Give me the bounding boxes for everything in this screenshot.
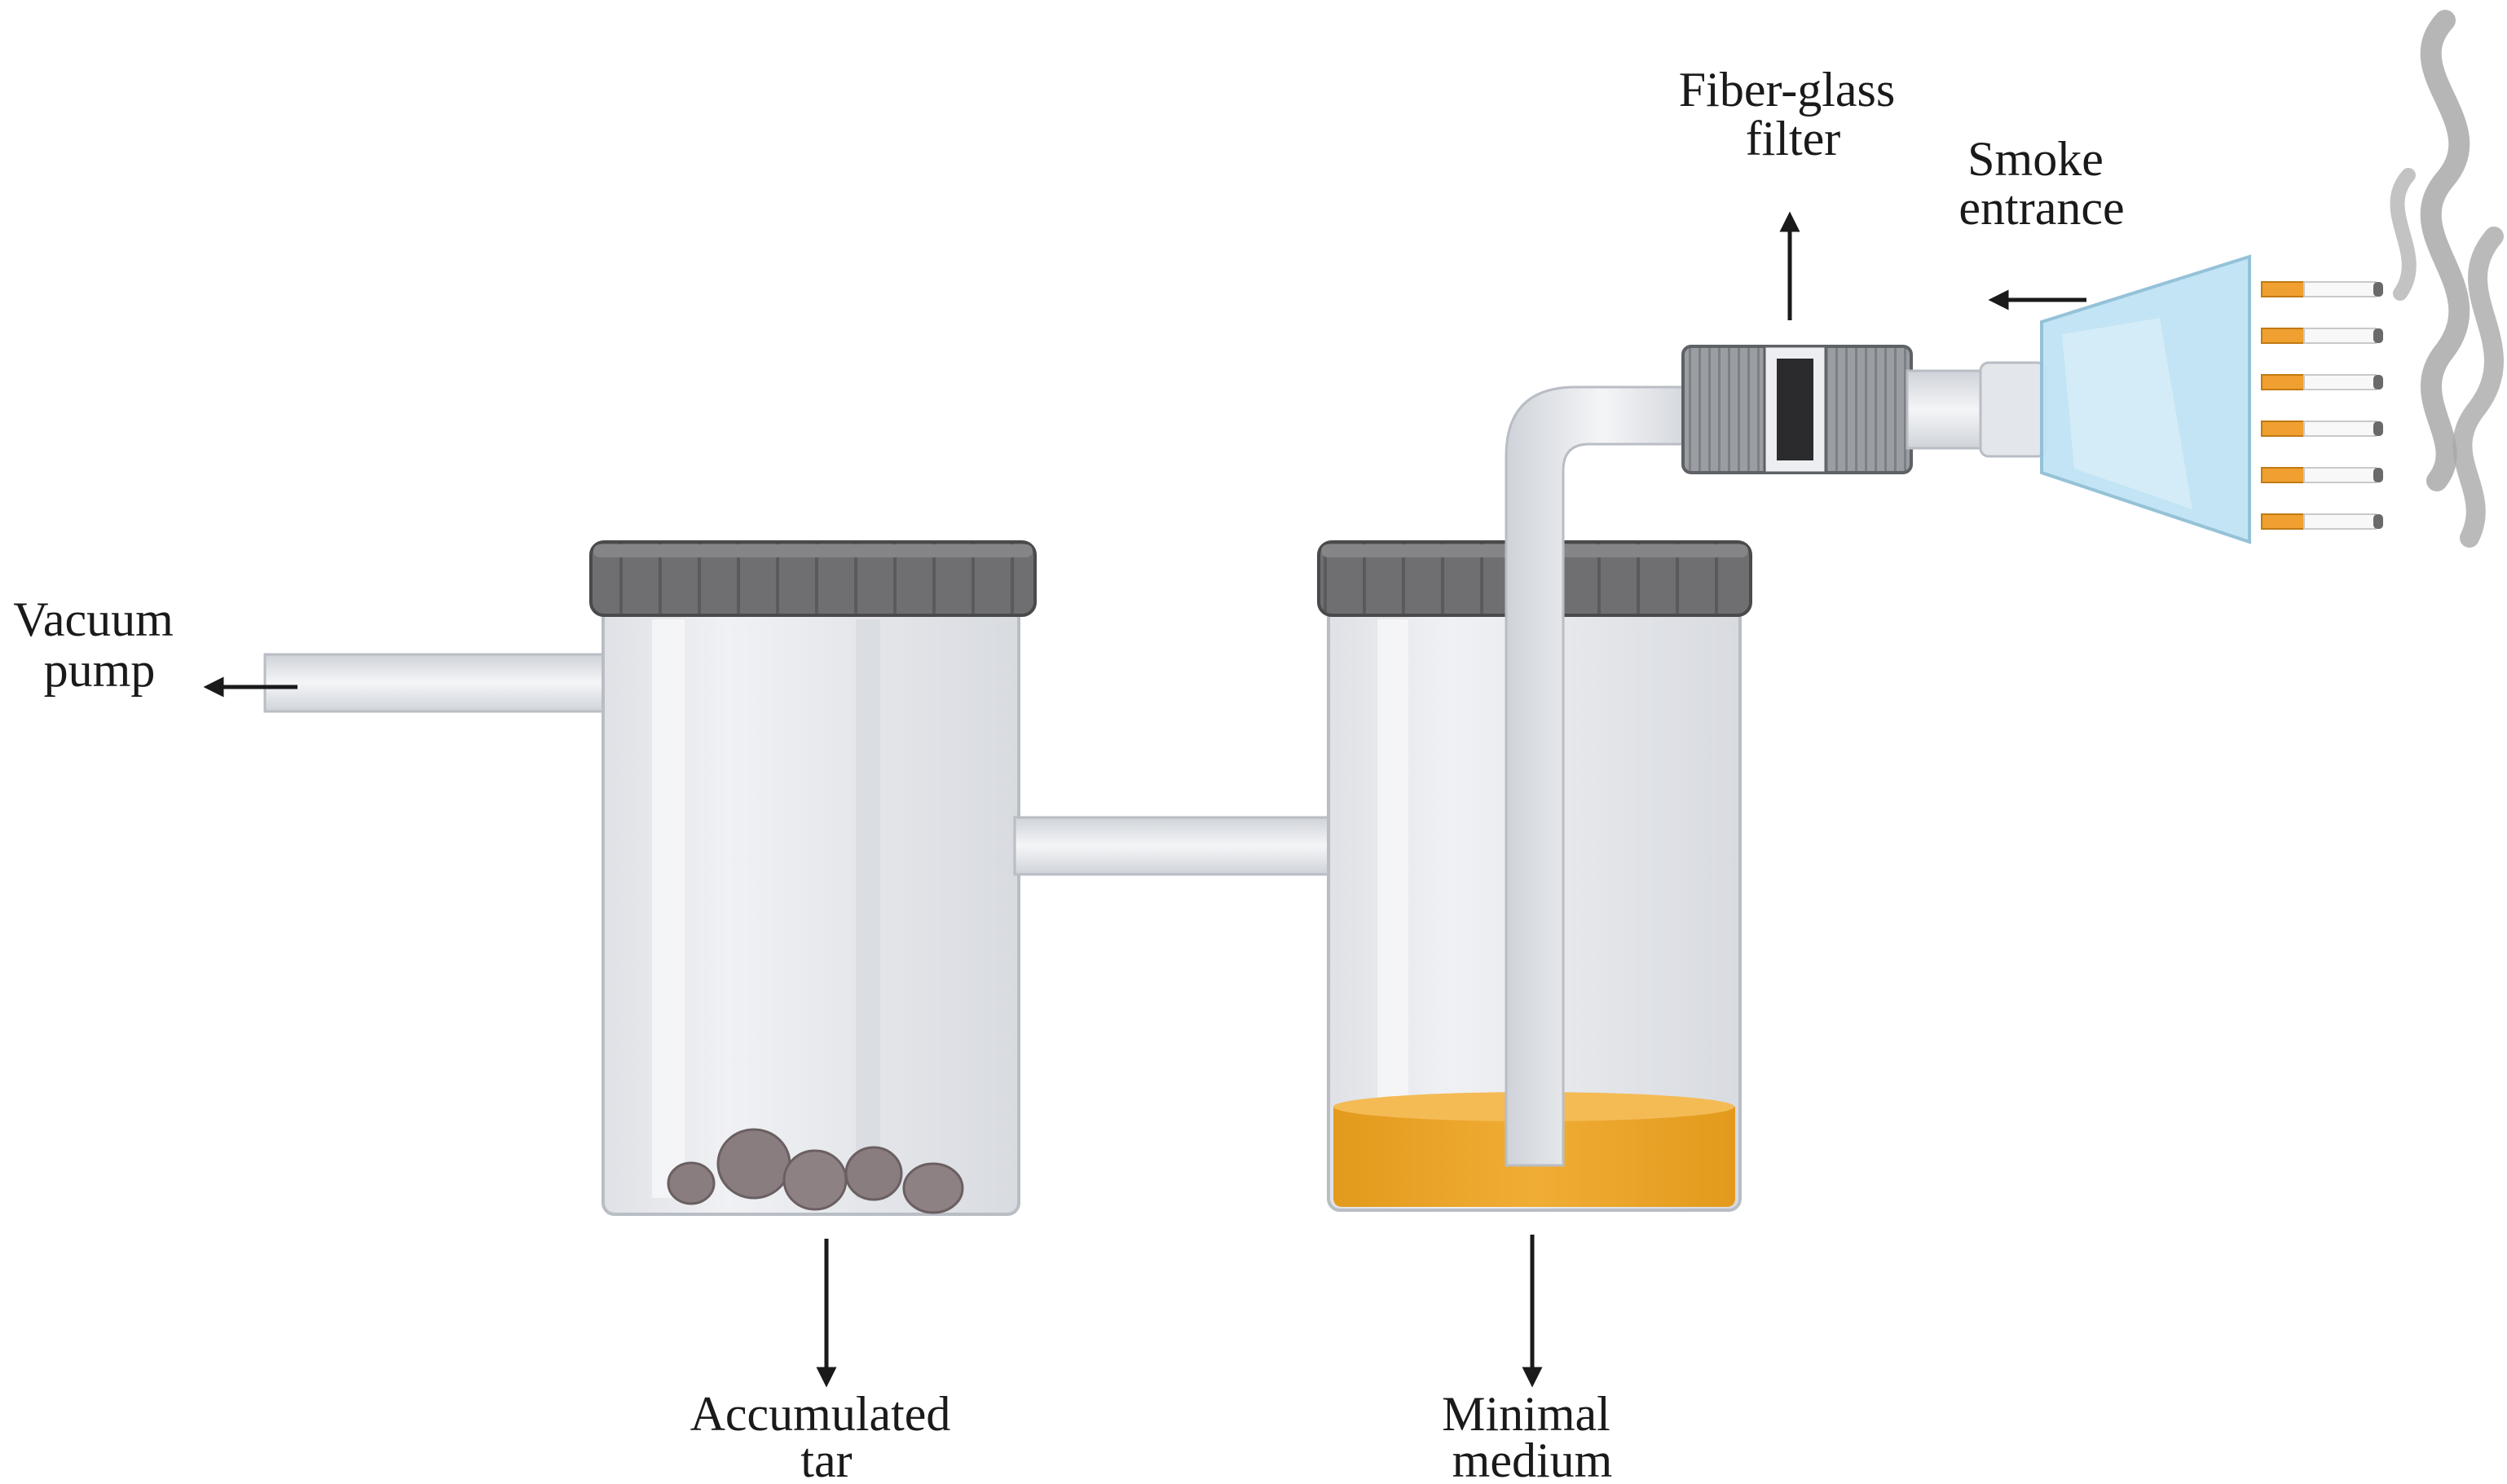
cigarette (2261, 421, 2383, 437)
fiber-glass-filter-label: Fiber-glass filter (1679, 63, 1907, 165)
cigarette (2261, 513, 2383, 530)
arrows (203, 211, 2086, 1388)
cigarette (2261, 328, 2383, 344)
smoke-entrance-label: Smoke entrance (1958, 132, 2124, 235)
smoke-wisps (2390, 10, 2504, 548)
tar-collection-jar (589, 540, 1037, 1216)
smoke-entrance-funnel (2040, 254, 2251, 544)
tar-jar-cap (589, 540, 1037, 617)
fiber-glass-filter (1681, 345, 1913, 474)
smoke-inlet-tube (1505, 385, 1701, 1167)
filter-to-funnel-connector (1906, 361, 2047, 458)
cigarette (2261, 374, 2383, 390)
cigarette (2261, 281, 2383, 297)
accumulated-tar-label: Accumulated tar (690, 1387, 963, 1484)
minimal-medium-label: Minimal medium (1442, 1387, 1623, 1484)
tar-deposits (667, 1128, 964, 1214)
cigarette (2261, 467, 2383, 483)
cigarette-array (2261, 281, 2383, 530)
vacuum-outlet-tube (263, 653, 609, 713)
jar-connecting-tube (1013, 816, 1334, 876)
vacuum-pump-label: Vacuum pump (13, 592, 186, 697)
